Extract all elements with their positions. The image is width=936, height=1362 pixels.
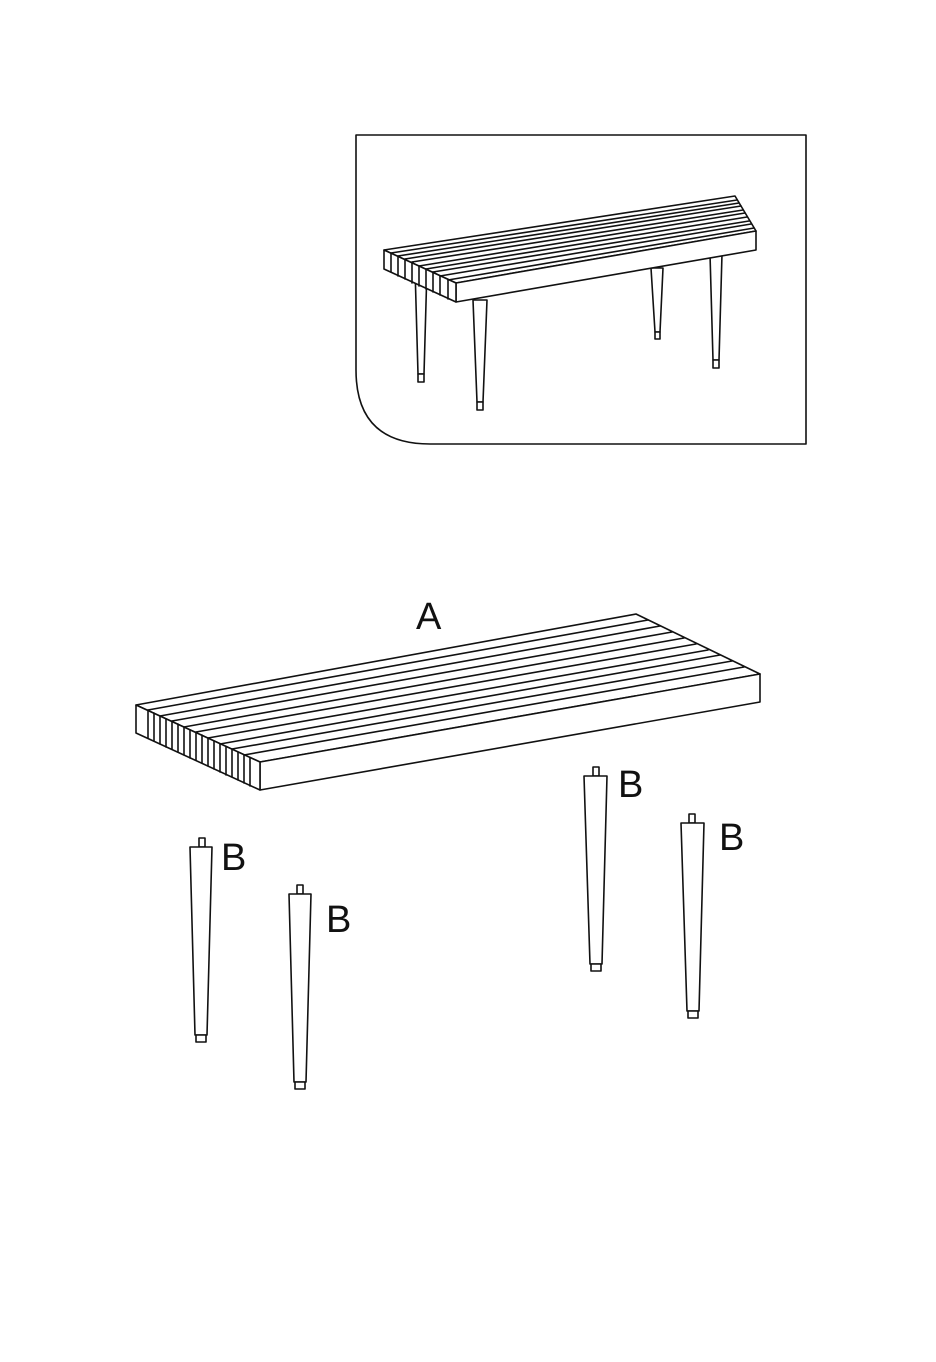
part-b-leg-3: [584, 767, 607, 971]
assembled-leg-back-center: [651, 268, 663, 339]
part-b-leg-1: [190, 838, 212, 1042]
label-part-a: A: [416, 596, 442, 638]
label-part-b-3: B: [618, 764, 643, 806]
part-a-bench-top: [136, 614, 760, 790]
label-part-b-4: B: [719, 817, 744, 859]
assembled-bench-illustration: [384, 196, 756, 410]
assembled-leg-front-center: [473, 300, 487, 410]
part-b-leg-2: [289, 885, 311, 1089]
assembled-bench-top: [384, 196, 756, 302]
part-b-leg-4: [681, 814, 704, 1018]
assembled-leg-back-right: [710, 254, 722, 368]
label-part-b-2: B: [326, 899, 351, 941]
label-part-b-1: B: [221, 837, 246, 879]
